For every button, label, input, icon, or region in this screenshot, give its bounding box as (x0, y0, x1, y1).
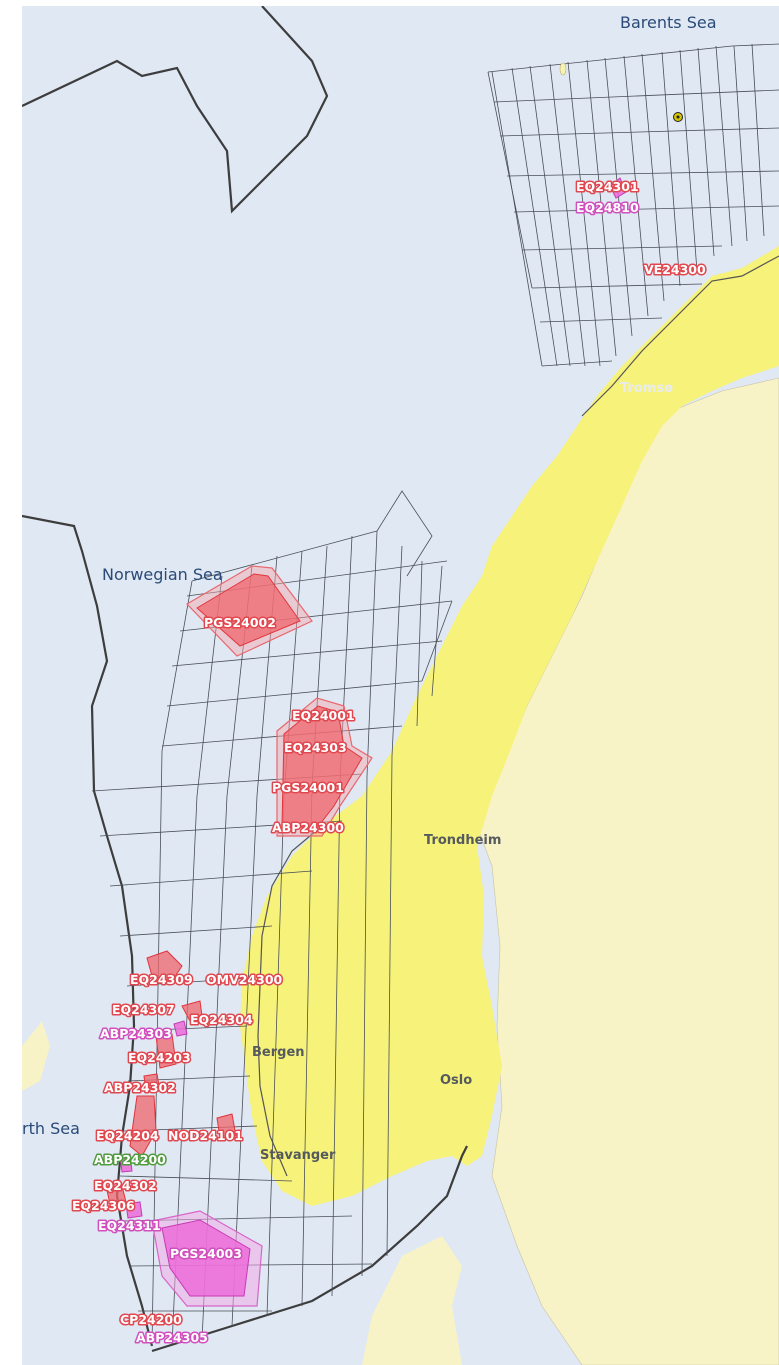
survey-label-eq24810[interactable]: EQ24810 (575, 199, 641, 217)
survey-label-abp24300[interactable]: ABP24300 (271, 819, 346, 837)
sea-label-barents: Barents Sea (620, 13, 717, 32)
survey-label-abp24302[interactable]: ABP24302 (103, 1079, 178, 1097)
shetland-land (22, 1021, 50, 1091)
map-viewport[interactable]: Barents Sea Norwegian Sea rth Sea Tromsø… (22, 6, 779, 1365)
survey-label-eq24303[interactable]: EQ24303 (283, 739, 349, 757)
city-label-tromso: Tromsø (620, 381, 673, 396)
survey-label-eq24307[interactable]: EQ24307 (111, 1001, 177, 1019)
survey-label-pgs24001[interactable]: PGS24001 (271, 779, 346, 797)
maritime-boundary-skagerrak (151, 1145, 468, 1353)
gotland-land (732, 1176, 762, 1251)
survey-label-eq24302[interactable]: EQ24302 (93, 1177, 159, 1195)
denmark-land (362, 1236, 462, 1365)
survey-area-eq24304[interactable] (173, 1020, 188, 1037)
survey-area-pgs24001[interactable] (281, 705, 363, 829)
survey-area-eq24307[interactable] (181, 1000, 203, 1022)
survey-label-eq24203[interactable]: EQ24203 (127, 1049, 193, 1067)
survey-label-abp24200[interactable]: ABP24200 (93, 1151, 168, 1169)
survey-area-eq24311[interactable] (125, 1201, 143, 1219)
survey-area-eq24309[interactable] (146, 950, 183, 982)
survey-label-eq24306[interactable]: EQ24306 (71, 1197, 137, 1215)
survey-label-eq24001[interactable]: EQ24001 (291, 707, 357, 725)
survey-label-abp24303[interactable]: ABP24303 (99, 1025, 174, 1043)
sea-label-norwegian: Norwegian Sea (102, 565, 223, 584)
survey-label-ve24300[interactable]: VE24300 (643, 261, 708, 279)
barents-grid (487, 43, 779, 367)
city-label-trondheim: Trondheim (424, 833, 501, 848)
survey-label-eq24301[interactable]: EQ24301 (575, 178, 641, 196)
city-label-stavanger: Stavanger (260, 1148, 336, 1163)
norway-land (240, 246, 779, 1206)
survey-area-eq24301[interactable] (609, 177, 627, 199)
city-label-oslo: Oslo (440, 1073, 472, 1088)
coastal-boundary (257, 255, 779, 1177)
survey-label-eq24304[interactable]: EQ24304 (189, 1011, 255, 1029)
bear-island-land (559, 62, 567, 76)
survey-area-abp24302[interactable] (143, 1073, 161, 1093)
survey-area-nod24101[interactable] (216, 1113, 237, 1139)
survey-area-pgs24002[interactable] (196, 573, 301, 647)
survey-area-abp24200[interactable] (119, 1153, 133, 1173)
survey-area-eq24203[interactable] (155, 1033, 177, 1069)
city-label-bergen: Bergen (252, 1045, 305, 1060)
survey-area-pgs24003[interactable] (161, 1219, 251, 1297)
survey-label-nod24101[interactable]: NOD24101 (167, 1127, 245, 1145)
survey-label-omv24300[interactable]: OMV24300 (205, 971, 285, 989)
survey-area-eq24306[interactable] (105, 1185, 127, 1205)
survey-area-eq24204[interactable] (129, 1095, 157, 1157)
survey-label-eq24311[interactable]: EQ24311 (97, 1217, 163, 1235)
survey-label-pgs24003[interactable]: PGS24003 (169, 1245, 244, 1263)
survey-label-eq24204[interactable]: EQ24204 (95, 1127, 161, 1145)
sea-label-north: rth Sea (22, 1119, 80, 1138)
survey-label-pgs24002[interactable]: PGS24002 (203, 614, 278, 632)
survey-label-eq24309[interactable]: EQ24309 (129, 971, 195, 989)
survey-marker-dot (676, 115, 680, 119)
maritime-boundary-north (22, 6, 329, 214)
maritime-boundary-west (22, 514, 154, 1347)
map-canvas[interactable]: Barents Sea Norwegian Sea rth Sea Tromsø… (22, 6, 779, 1365)
survey-label-abp24305[interactable]: ABP24305 (135, 1329, 210, 1347)
survey-label-cp24200[interactable]: CP24200 (119, 1311, 184, 1329)
